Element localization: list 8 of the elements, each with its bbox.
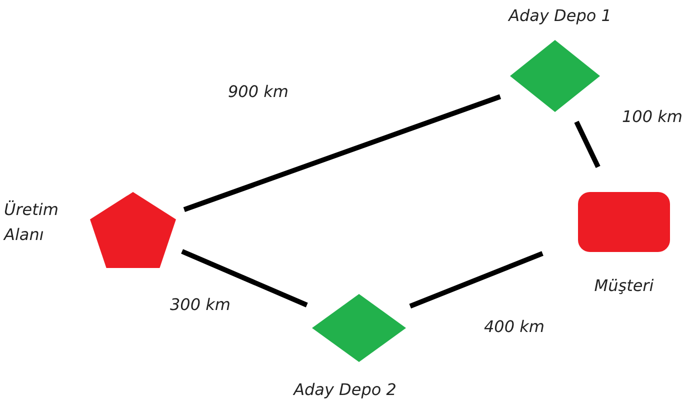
connector-line — [183, 94, 502, 212]
connector-line — [409, 251, 544, 309]
node-label: Müşteri — [593, 275, 655, 297]
node-label: Aday Depo 1 — [506, 5, 612, 27]
connector-line — [181, 249, 308, 308]
node-label: Aday Depo 2 — [292, 379, 398, 401]
node-label: Üretim Alanı — [4, 199, 60, 246]
connector-line — [574, 120, 600, 168]
